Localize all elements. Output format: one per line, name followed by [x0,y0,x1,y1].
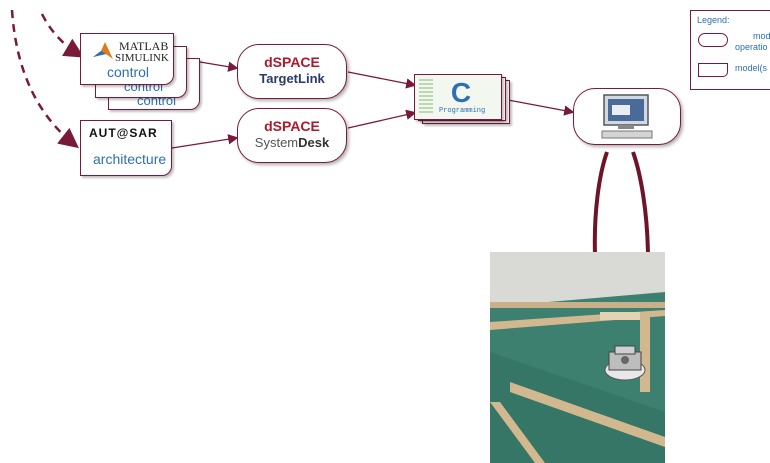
computer-icon [601,94,653,139]
arrow-systemdesk-c [347,109,417,129]
autosar-label: architecture [93,151,167,167]
matlab-logo-icon [93,42,113,59]
matlab-label: control [107,64,150,80]
legend: Legend: mode operatio model(s [690,10,770,90]
arrow-autosar-systemdesk [171,134,239,149]
targetlink-node: dSPACE TargetLink [237,44,347,99]
legend-title: Legend: [697,15,730,25]
systemdesk-vendor: dSPACE [264,118,320,134]
systemdesk-name-a: System [254,135,299,150]
autosar-doc: AUT@SAR architecture [80,120,172,176]
c-caption: Programming [439,107,486,115]
arena-image [490,252,665,463]
c-stripe [419,79,433,115]
legend-rounded-shape-icon [698,33,728,47]
legend-doc-shape-icon [698,63,728,77]
legend-row1-line2: operatio [735,42,768,52]
targetlink-vendor: dSPACE [264,54,320,70]
computer-node [573,88,681,145]
legend-row1-line1: mode [753,31,770,41]
arrow-c-computer [507,99,575,116]
systemdesk-node: dSPACE SystemDesk [237,108,347,163]
robot-icon [604,345,646,381]
c-programming-node: C Programming [414,74,502,120]
targetlink-name: TargetLink [259,71,325,86]
autosar-logo: AUT@SAR [89,126,158,140]
c-letter-icon: C [450,77,472,108]
dashed-arrow-to-autosar [10,9,79,149]
arrow-targetlink-c [347,71,417,89]
matlab-text: MATLAB [119,39,169,53]
systemdesk-name: SystemDesk [238,135,346,150]
dashed-arrow-to-matlab [40,13,85,58]
simulink-text: SIMULINK [115,52,169,64]
matlab-simulink-doc: MATLAB SIMULINK control [80,33,174,85]
legend-row2: model(s [735,63,768,73]
systemdesk-name-b: Desk [298,135,330,150]
robot-arena-photo [490,252,665,463]
